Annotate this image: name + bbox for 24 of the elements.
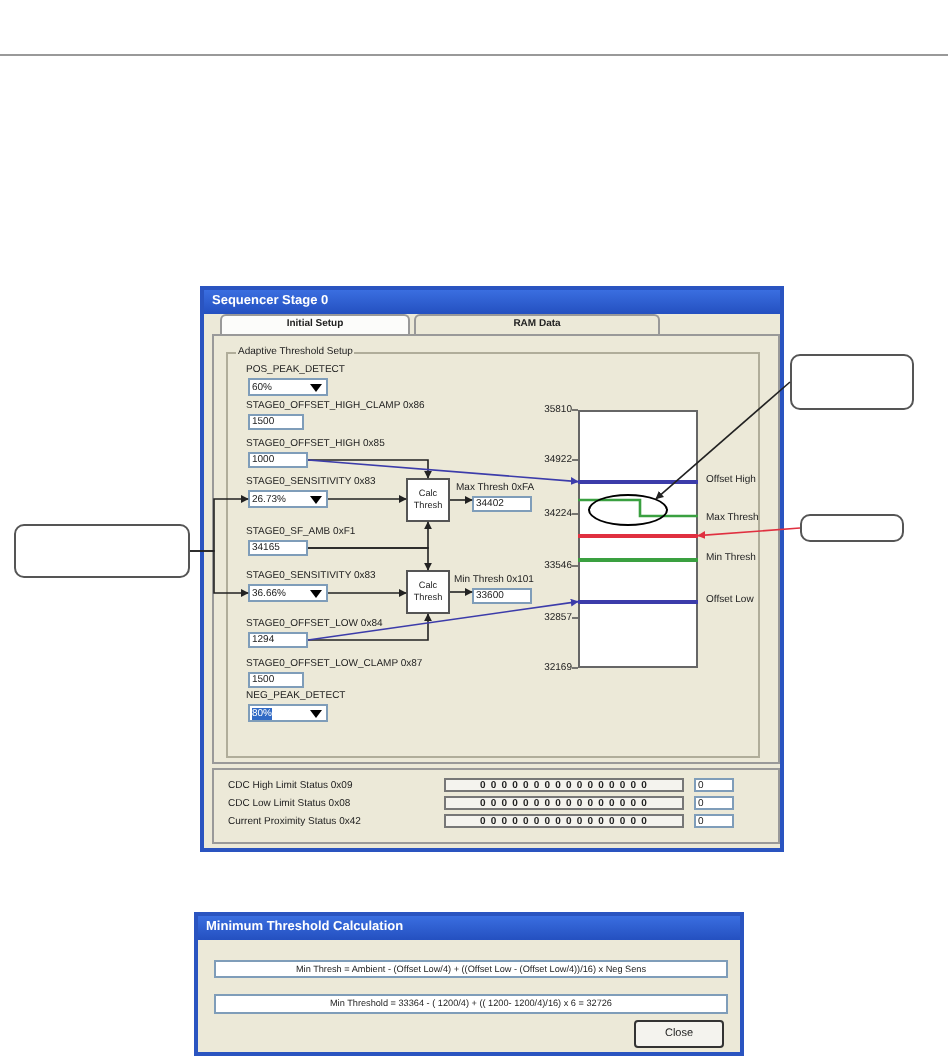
callout-box	[790, 354, 914, 410]
arrow	[307, 459, 432, 479]
threshold-line	[578, 600, 698, 603]
arrow	[307, 613, 432, 641]
leader-line	[697, 527, 801, 540]
threshold-line	[578, 498, 698, 518]
callout-box	[800, 514, 904, 542]
highlight-ellipse	[588, 494, 668, 526]
arrow	[449, 496, 473, 504]
arrow	[307, 547, 432, 571]
threshold-line	[578, 534, 698, 537]
threshold-line	[578, 480, 698, 483]
dialog-window	[194, 912, 744, 1056]
dialog-window	[200, 286, 784, 852]
leader-line	[189, 550, 249, 597]
arrow	[449, 588, 473, 596]
leader-line	[655, 381, 791, 500]
group-frame	[226, 352, 760, 758]
arrow	[327, 495, 407, 503]
arrow	[327, 589, 407, 597]
threshold-line	[578, 558, 698, 561]
callout-box	[14, 524, 190, 578]
arrow	[307, 598, 579, 641]
arrow	[307, 459, 579, 485]
